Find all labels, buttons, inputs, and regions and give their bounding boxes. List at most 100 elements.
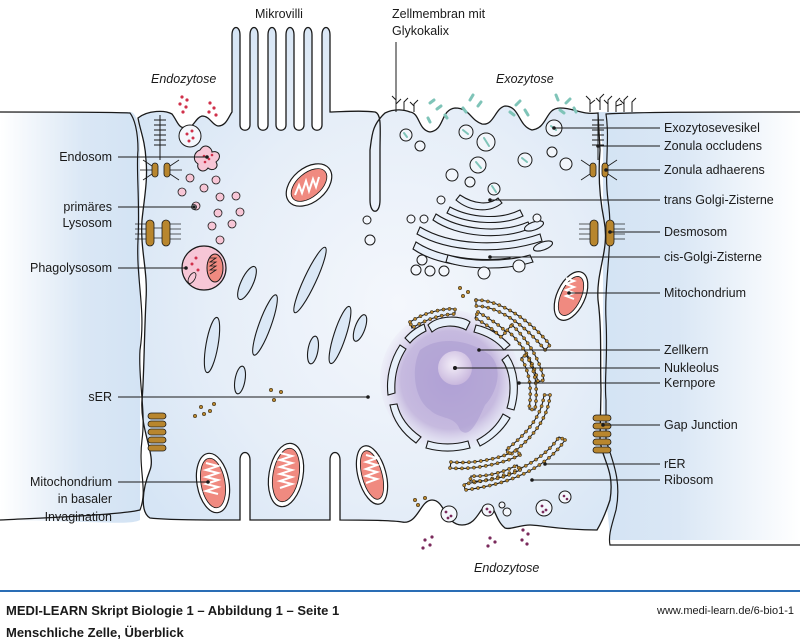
ribosom-dot — [478, 464, 482, 469]
ribosom-dot — [483, 464, 488, 468]
endozytose-partikel-unten — [421, 494, 569, 550]
ribosom-dot — [479, 459, 483, 463]
ribosom-dot — [496, 323, 501, 327]
ribosom-dot — [501, 459, 506, 464]
ribosom-dot — [528, 425, 532, 429]
label-trans-golgi: trans Golgi-Zisterne — [664, 193, 774, 207]
label-rer: rER — [664, 457, 686, 471]
ribosom-dot — [513, 319, 517, 323]
ribosom-dot — [538, 421, 543, 426]
ribosom-dot — [477, 479, 482, 483]
ribosom-dot — [530, 407, 534, 412]
ribosom-dot — [486, 299, 490, 304]
freie-ribosomen — [192, 285, 471, 508]
ribosom-dot — [497, 310, 502, 314]
ribosom-dot — [510, 476, 515, 481]
ribosom-dot — [525, 341, 530, 345]
ribosom-dot — [480, 304, 485, 309]
ribosom-dot — [449, 460, 453, 464]
ribosom-dot — [476, 486, 480, 490]
ribosom-dot — [521, 471, 526, 476]
ribosom-dot — [479, 320, 484, 324]
ribosom-dot — [548, 446, 552, 450]
ribosom-dot — [489, 327, 494, 331]
label-zonula-adhaerens: Zonula adhaerens — [664, 163, 765, 177]
zonula-occludens-left — [154, 115, 166, 160]
footer-title: MEDI-LEARN Skript Biologie 1 – Abbildung… — [6, 603, 340, 618]
ribosom-dot — [552, 441, 556, 446]
ribosom-dot — [542, 393, 547, 397]
footer-url[interactable]: www.medi-learn.de/6-bio1-1 — [657, 605, 794, 617]
ribosom-dot — [453, 307, 457, 312]
ribosom-dot — [522, 363, 527, 367]
ribosom-dot — [461, 460, 465, 465]
ribosom-dot — [560, 436, 565, 441]
ribosom-dot — [535, 339, 540, 343]
ribosom-dot — [492, 307, 496, 312]
ribosom-dot — [545, 404, 550, 409]
label-nukleolus: Nukleolus — [664, 361, 719, 375]
label-exozytosevesikel: Exozytosevesikel — [664, 121, 760, 135]
ribosom-dot — [534, 393, 539, 397]
ribosom-dot — [517, 451, 521, 456]
ribosom-dot — [540, 334, 545, 339]
ribosom-dot — [527, 358, 531, 363]
footer-subtitle: Menschliche Zelle, Überblick — [6, 625, 184, 640]
right-neighbour-cell — [598, 112, 800, 540]
label-zonula-occludens: Zonula occludens — [664, 139, 762, 153]
ribosom-dot — [516, 465, 521, 470]
ribosom-dot — [528, 398, 532, 402]
ribosom-dot — [464, 488, 469, 492]
ribosom-dot — [528, 386, 532, 391]
ribosom-dot — [491, 301, 496, 305]
ribosom-dot — [520, 434, 524, 438]
ribosom-dot — [523, 439, 528, 444]
ribosom-dot — [474, 304, 479, 308]
ribosom-dot — [502, 453, 507, 458]
ribosom-dot — [429, 310, 434, 314]
ribosom-dot — [531, 369, 536, 374]
ribosom-dot — [534, 399, 538, 403]
ribosom-dot — [512, 470, 517, 475]
ribosom-dot — [539, 454, 543, 458]
ribosom-dot — [548, 393, 552, 397]
endozytose-vesikel — [178, 124, 202, 148]
ribosom-dot — [518, 315, 523, 319]
ribosom-dot — [484, 473, 488, 478]
label-desmosom: Desmosom — [664, 225, 728, 239]
ribosom-dot — [544, 339, 549, 343]
label-mito-basal-line1: Mitochondrium — [30, 475, 112, 489]
mitochondrium-oben — [285, 163, 333, 207]
ribosom-dot — [467, 460, 471, 465]
ribosom-dot — [422, 319, 427, 324]
ribosom-dot — [483, 478, 488, 483]
ribosom-dot — [540, 378, 545, 383]
ribosom-dot — [517, 322, 522, 327]
ribosom-dot — [517, 341, 522, 346]
ribosom-dot — [481, 313, 485, 317]
ribosom-dot — [502, 305, 507, 310]
ribosom-dot — [534, 356, 539, 361]
leader-lines — [118, 42, 660, 483]
ribosom-dot — [539, 404, 544, 409]
label-mito-basal-line3: Invagination — [44, 510, 112, 524]
endozytose-partikel-oben — [178, 95, 218, 117]
ribosom-dot — [506, 446, 511, 450]
ribosom-dot — [513, 311, 518, 316]
ribosom-dot — [495, 461, 500, 466]
ribosom-dot — [503, 331, 507, 335]
ribosom-dot — [418, 314, 423, 319]
ribosom-dot — [491, 319, 496, 324]
ribosom-dot — [486, 316, 491, 321]
ribosom-dot — [516, 474, 521, 479]
label-zellkern: Zellkern — [664, 343, 709, 357]
ribosom-dot — [478, 474, 482, 478]
ribosom-dot — [466, 466, 470, 470]
ribosom-dot — [502, 312, 507, 317]
ribosom-dot — [522, 336, 526, 341]
ribosom-dot — [539, 343, 544, 348]
ribosom-dot — [441, 307, 446, 312]
ribosom-dot — [514, 327, 519, 332]
label-mikrovilli: Mikrovilli — [255, 7, 303, 21]
ribosom-dot — [513, 337, 518, 341]
